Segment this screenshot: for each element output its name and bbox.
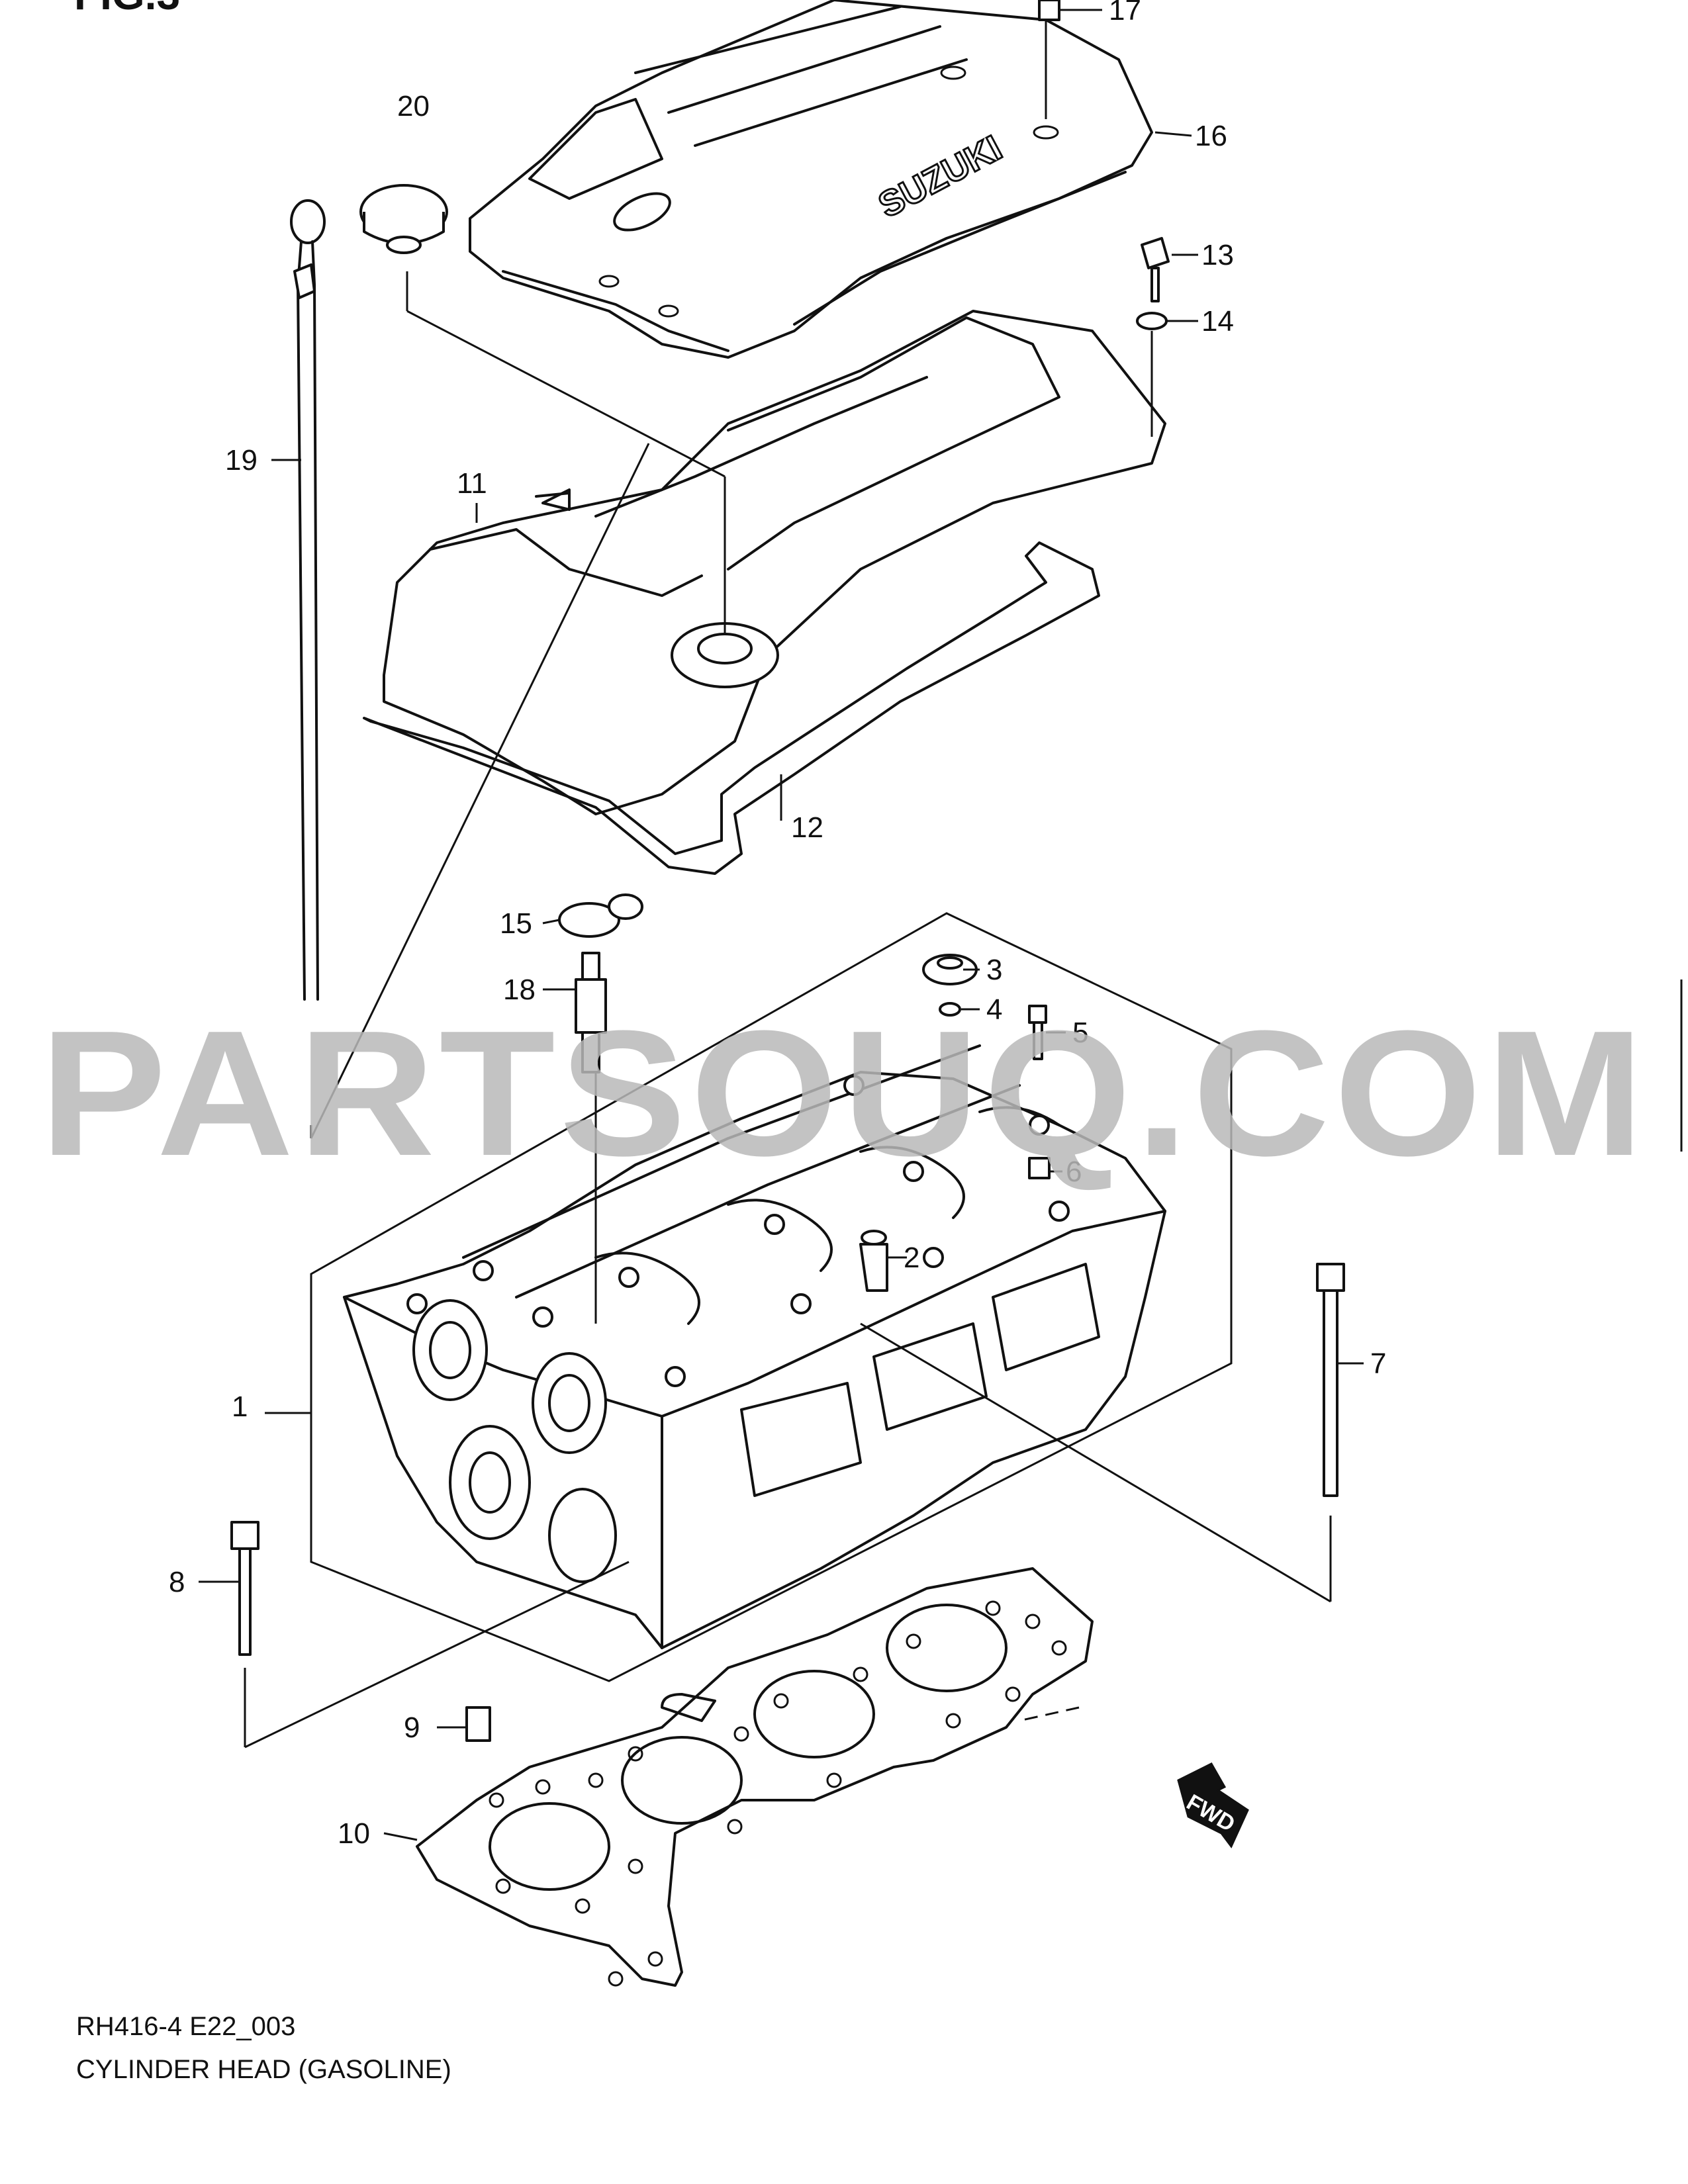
callout-20: 20 <box>397 90 430 122</box>
watermark: PARTSOUQ.COM <box>40 994 1648 1193</box>
callout-14: 14 <box>1201 305 1234 338</box>
callout-13: 13 <box>1201 239 1234 271</box>
cylinder-head-drawing <box>343 1044 1166 1649</box>
leader-lines <box>199 9 1364 1841</box>
small-parts-drawing <box>230 0 1345 1742</box>
head-gasket-drawing <box>416 1567 1094 1987</box>
callout-11: 11 <box>457 467 487 500</box>
callout-16: 16 <box>1195 120 1227 152</box>
callout-7: 7 <box>1370 1347 1386 1380</box>
fwd-arrow-icon: FWD <box>1177 1762 1249 1848</box>
diagram-title: CYLINDER HEAD (GASOLINE) <box>76 2055 451 2084</box>
callout-12: 12 <box>791 811 823 844</box>
callout-15: 15 <box>500 907 532 940</box>
callout-19: 19 <box>225 444 258 477</box>
callout-8: 8 <box>169 1566 185 1598</box>
callout-2: 2 <box>904 1242 919 1274</box>
head-cover-gasket-drawing <box>363 541 1100 875</box>
engine-cover-drawing: SUZUKI <box>469 0 1153 359</box>
callout-4: 4 <box>986 993 1002 1026</box>
callout-1: 1 <box>232 1390 248 1423</box>
callout-18: 18 <box>503 974 536 1006</box>
callout-3: 3 <box>986 954 1002 986</box>
callout-6: 6 <box>1066 1156 1082 1188</box>
callout-17: 17 <box>1109 0 1141 26</box>
assembly-outline <box>310 912 1233 1682</box>
head-cover-drawing <box>359 184 1166 815</box>
callout-5: 5 <box>1072 1017 1088 1049</box>
diagram-code: RH416-4 E22_003 <box>76 2012 295 2041</box>
callouts: 1 2 3 4 5 6 7 8 9 10 11 12 13 14 15 16 1… <box>169 0 1386 1850</box>
callout-10: 10 <box>338 1817 370 1850</box>
callout-9: 9 <box>404 1711 420 1744</box>
figure-label: FIG.3 <box>74 0 180 19</box>
